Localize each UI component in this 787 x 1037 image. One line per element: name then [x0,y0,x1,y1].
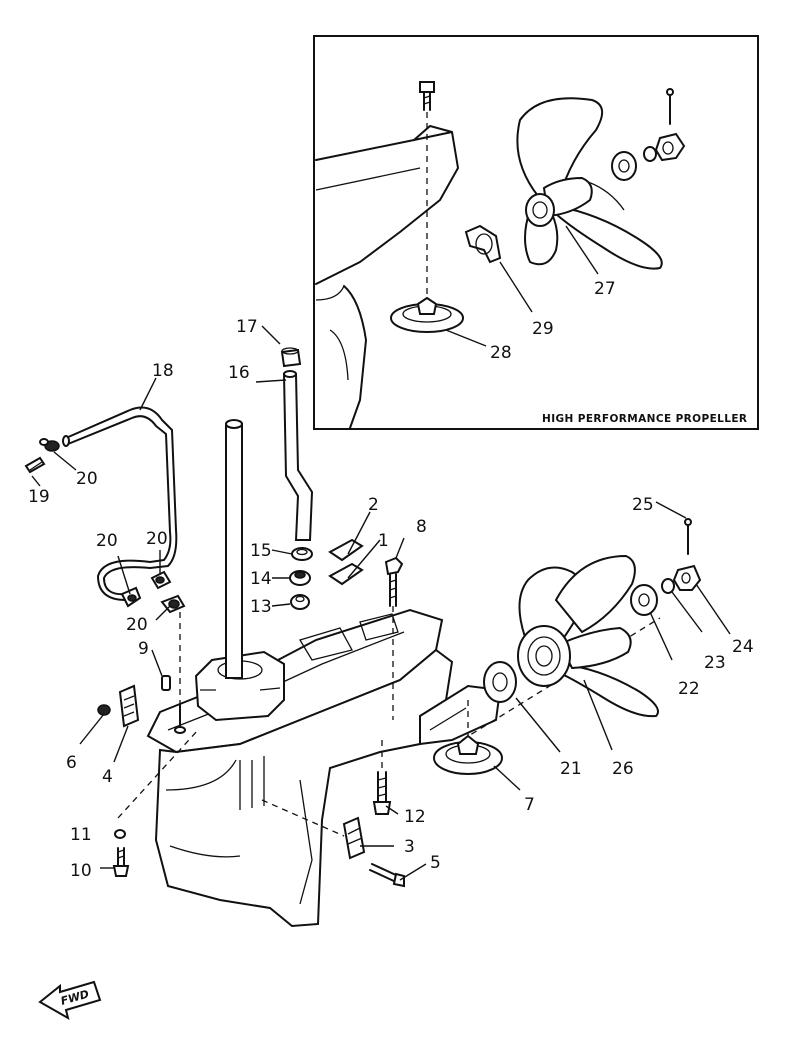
hose-nipple-19 [24,456,46,474]
grommet-17 [280,347,302,368]
callout-1: 1 [378,531,389,551]
callout-2: 2 [368,495,379,515]
callout-16: 16 [228,363,250,383]
callout-11: 11 [70,825,92,845]
callout-26: 26 [612,759,634,779]
drive-shaft [225,419,243,679]
callout-4: 4 [102,767,113,787]
callout-28: 28 [490,343,512,363]
water-tube-16 [282,373,314,541]
callout-22: 22 [678,679,700,699]
callout-29: 29 [532,319,554,339]
leader-lines [31,325,731,881]
callout-18: 18 [152,361,174,381]
rubber-seal-1 [328,562,364,586]
callout-14: 14 [250,569,272,589]
clamp-20-mid-right [150,570,172,590]
callout-20-low: 20 [126,615,148,635]
bolt-8 [384,556,404,607]
callout-17: 17 [236,317,258,337]
callout-13: 13 [250,597,272,617]
seal-13 [290,594,310,610]
bolt-5 [369,863,405,888]
prop-nut-24 [672,564,702,591]
spline-washer-22 [630,584,658,616]
callout-10: 10 [70,861,92,881]
fwd-arrow-icon: FWD [38,980,102,1021]
callout-20-left: 20 [76,469,98,489]
callout-21: 21 [560,759,582,779]
callout-23: 23 [704,653,726,673]
anode-plate-7 [433,734,503,775]
bolt-12 [372,771,392,815]
thrust-washer-21 [483,661,517,703]
cotter-pin-25 [684,518,692,555]
nut-6 [97,704,111,716]
seal-14 [289,570,311,586]
callout-7: 7 [524,795,535,815]
inset-title: HIGH PERFORMANCE PROPELLER [542,413,747,425]
inset-hardware [611,88,686,181]
clamp-20-lower [160,594,186,614]
callout-15: 15 [250,541,272,561]
callout-5: 5 [430,853,441,873]
screw-plate [174,703,186,734]
trim-anode-3 [342,816,366,860]
inset-anode-plate [390,296,464,333]
seal-15 [291,547,313,561]
callout-8: 8 [416,517,427,537]
inset-panel: 27 29 28 HIGH PERFORMANCE PROPELLER [313,35,759,430]
inset-propeller [516,97,663,270]
callout-6: 6 [66,753,77,773]
clamp-20-left [39,438,60,452]
lower-unit-case [146,608,502,928]
callout-3: 3 [404,837,415,857]
rubber-seal-2 [328,538,364,562]
inset-thrust-washer [464,224,502,264]
propeller-26 [517,554,659,718]
callout-12: 12 [404,807,426,827]
callout-20-top: 20 [96,531,118,551]
callout-24: 24 [732,637,754,657]
callout-27: 27 [594,279,616,299]
clamp-20-mid-left [120,586,142,608]
callout-9: 9 [138,639,149,659]
gasket-11 [114,829,126,839]
inset-bolt [419,81,435,111]
inset-lower-case [315,125,459,429]
anode-4 [118,684,140,728]
callout-25: 25 [632,495,654,515]
drain-screw-10 [112,847,130,877]
callout-19: 19 [28,487,50,507]
plug-9 [161,675,171,691]
callout-20-mid: 20 [146,529,168,549]
washer-23 [661,578,675,594]
